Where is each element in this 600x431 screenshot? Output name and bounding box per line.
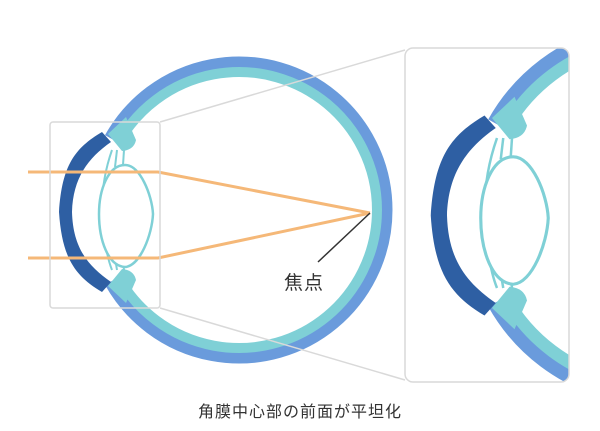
zoom-connector-bottom <box>159 307 406 381</box>
main-eye <box>59 62 387 358</box>
zoom-region-box <box>49 121 161 309</box>
light-rays <box>28 170 371 260</box>
zoom-connector-top <box>159 49 406 123</box>
focus-pointer <box>317 212 371 263</box>
caption: 角膜中心部の前面が平坦化 <box>197 402 402 421</box>
zoom-panel <box>404 47 570 383</box>
focus-label: 焦点 <box>284 272 325 294</box>
